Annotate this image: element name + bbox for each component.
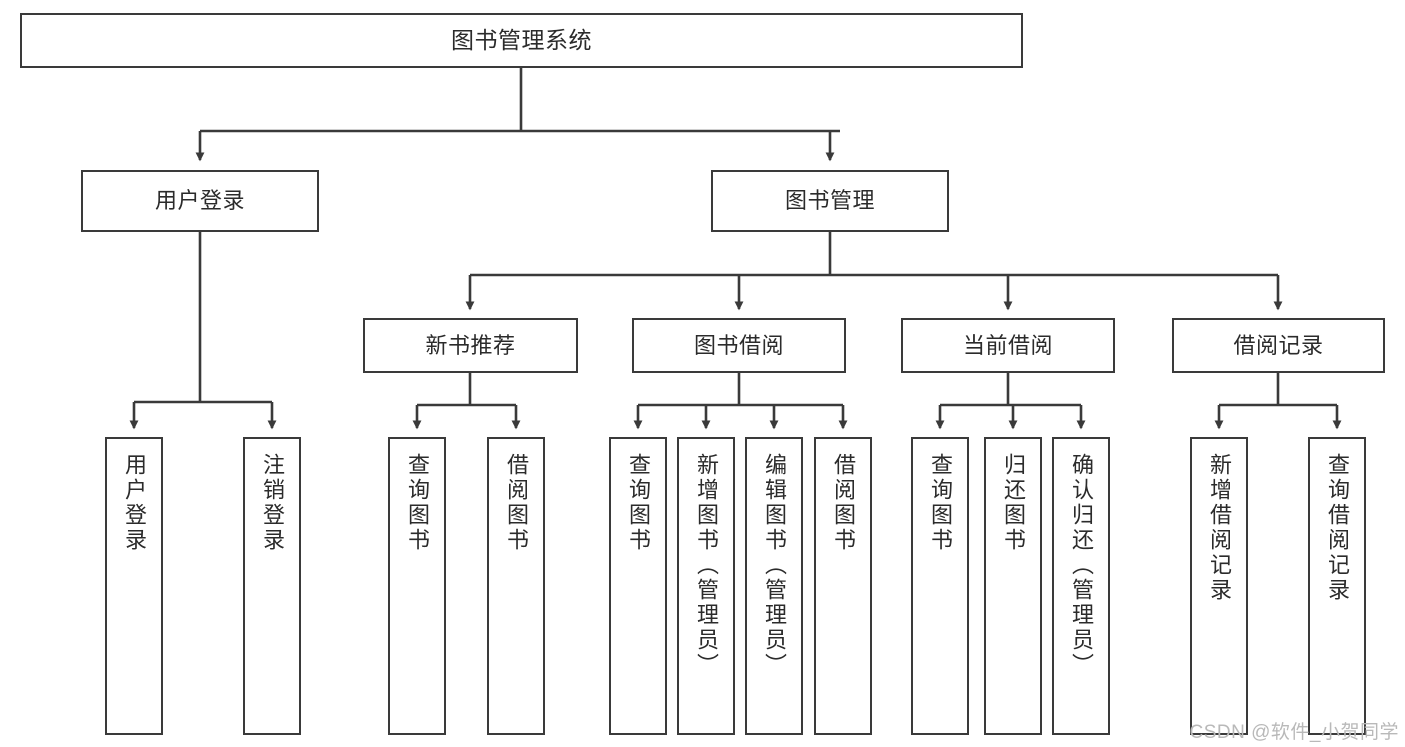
node-leaf-borrow-book-2[interactable]: 借阅图书: [814, 437, 872, 735]
node-leaf-query-book-1-label: 查询图书: [404, 453, 430, 553]
node-user-login[interactable]: 用户登录: [81, 170, 319, 232]
node-leaf-query-book-2[interactable]: 查询图书: [609, 437, 667, 735]
node-leaf-logout-label: 注销登录: [259, 453, 285, 553]
node-new-book-recommend[interactable]: 新书推荐: [363, 318, 578, 373]
node-leaf-edit-book[interactable]: 编辑图书（管理员）: [745, 437, 803, 735]
node-leaf-user-login-label: 用户登录: [121, 453, 147, 553]
node-root[interactable]: 图书管理系统: [20, 13, 1023, 68]
node-leaf-return-book-label: 归还图书: [1000, 453, 1026, 553]
node-leaf-query-book-3-label: 查询图书: [927, 453, 953, 553]
node-leaf-borrow-book-1-label: 借阅图书: [503, 453, 529, 553]
node-book-borrow-label: 图书借阅: [693, 332, 784, 358]
node-leaf-query-book-3[interactable]: 查询图书: [911, 437, 969, 735]
node-current-borrow-label: 当前借阅: [962, 332, 1053, 358]
node-leaf-borrow-book-2-label: 借阅图书: [830, 453, 856, 553]
node-leaf-add-record[interactable]: 新增借阅记录: [1190, 437, 1248, 735]
node-current-borrow[interactable]: 当前借阅: [901, 318, 1115, 373]
node-leaf-borrow-book-1[interactable]: 借阅图书: [487, 437, 545, 735]
node-leaf-query-book-1[interactable]: 查询图书: [388, 437, 446, 735]
node-leaf-user-login[interactable]: 用户登录: [105, 437, 163, 735]
node-book-management[interactable]: 图书管理: [711, 170, 949, 232]
node-borrow-record-label: 借阅记录: [1233, 332, 1324, 358]
node-leaf-add-book[interactable]: 新增图书（管理员）: [677, 437, 735, 735]
node-book-borrow[interactable]: 图书借阅: [632, 318, 846, 373]
node-book-management-label: 图书管理: [784, 188, 875, 214]
node-borrow-record[interactable]: 借阅记录: [1172, 318, 1385, 373]
node-user-login-label: 用户登录: [154, 188, 245, 214]
node-leaf-confirm-return-label: 确认归还（管理员）: [1068, 453, 1094, 678]
node-leaf-edit-book-label: 编辑图书（管理员）: [761, 453, 787, 678]
node-leaf-confirm-return[interactable]: 确认归还（管理员）: [1052, 437, 1110, 735]
node-leaf-add-record-label: 新增借阅记录: [1206, 453, 1232, 603]
node-leaf-query-record-label: 查询借阅记录: [1324, 453, 1350, 603]
node-leaf-query-record[interactable]: 查询借阅记录: [1308, 437, 1366, 735]
node-new-book-recommend-label: 新书推荐: [425, 332, 516, 358]
node-leaf-return-book[interactable]: 归还图书: [984, 437, 1042, 735]
node-leaf-logout[interactable]: 注销登录: [243, 437, 301, 735]
node-leaf-query-book-2-label: 查询图书: [625, 453, 651, 553]
node-root-label: 图书管理系统: [451, 26, 592, 53]
node-leaf-add-book-label: 新增图书（管理员）: [693, 453, 719, 678]
